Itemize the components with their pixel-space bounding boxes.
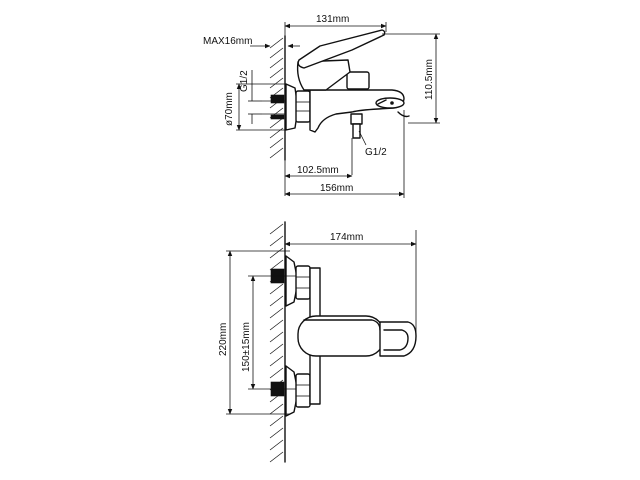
dim-thread-inlet: G1/2 (239, 70, 250, 92)
dim-depth-total: 156mm (320, 183, 353, 194)
front-view: 174mm 220mm 150±15mm (218, 221, 417, 463)
dim-thread-outlet: G1/2 (365, 147, 387, 158)
dim-height: 110.5mm (424, 59, 435, 100)
dim-width-top: 131mm (316, 14, 349, 25)
dim-front-width: 174mm (330, 232, 363, 243)
side-bottom-outlet (350, 113, 363, 125)
front-lever-body (297, 315, 385, 357)
dim-center-spacing: 150±15mm (241, 322, 252, 372)
dim-max-wall: MAX16mm (203, 36, 252, 47)
front-nut-top (295, 265, 311, 300)
side-pipe-stub (270, 94, 285, 104)
dim-diameter: ø70mm (224, 92, 235, 126)
side-diverter-knob (346, 71, 370, 90)
side-nut (295, 90, 311, 123)
front-wall (269, 221, 286, 463)
side-lever-handle (297, 29, 386, 69)
side-view: 131mm MAX16mm G1/2 ø70mm 110.5mm G1/2 10… (203, 14, 440, 198)
front-nut-bottom (295, 373, 311, 408)
dim-front-height: 220mm (218, 323, 229, 356)
side-wall (269, 35, 286, 161)
dim-depth-outlet: 102.5mm (297, 165, 339, 176)
front-spout-loop (379, 321, 417, 357)
